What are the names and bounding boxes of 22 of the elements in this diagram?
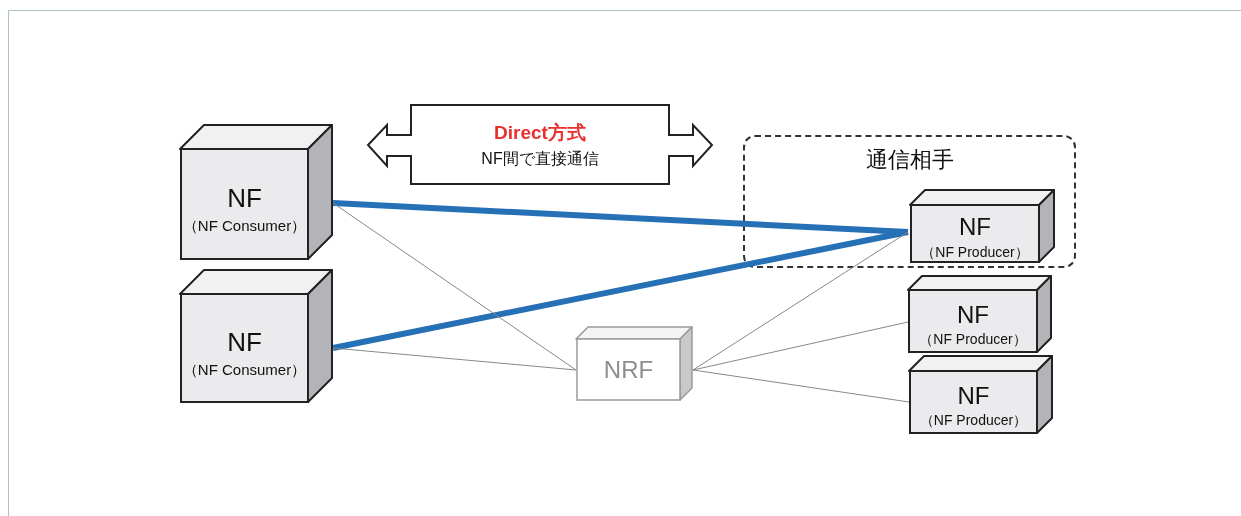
dashed-group xyxy=(743,135,1076,268)
cube-label: NF xyxy=(958,213,992,241)
method-description: NF間で直接通信 xyxy=(480,149,600,169)
connection-line xyxy=(332,229,909,351)
connection-line xyxy=(332,200,909,235)
cube-label: NF xyxy=(956,300,990,329)
group-title: 通信相手 xyxy=(864,146,955,174)
cube-label: NF xyxy=(226,183,263,214)
role-label: （NF Producer） xyxy=(918,330,1028,349)
cube-label: NF xyxy=(226,327,263,358)
cube-label: NF xyxy=(956,381,991,410)
connection-line xyxy=(332,347,577,371)
cube-label: NRF xyxy=(602,355,655,385)
role-label: （NF Consumer） xyxy=(181,359,308,380)
connection-line xyxy=(332,202,577,371)
connection-line xyxy=(692,369,910,403)
role-label: （NF Producer） xyxy=(918,411,1029,430)
role-label: （NF Consumer） xyxy=(181,215,308,236)
connection-line xyxy=(692,321,909,371)
role-label: （NF Producer） xyxy=(920,242,1030,261)
connection-line xyxy=(692,231,909,371)
method-title: Direct方式 xyxy=(493,121,587,145)
